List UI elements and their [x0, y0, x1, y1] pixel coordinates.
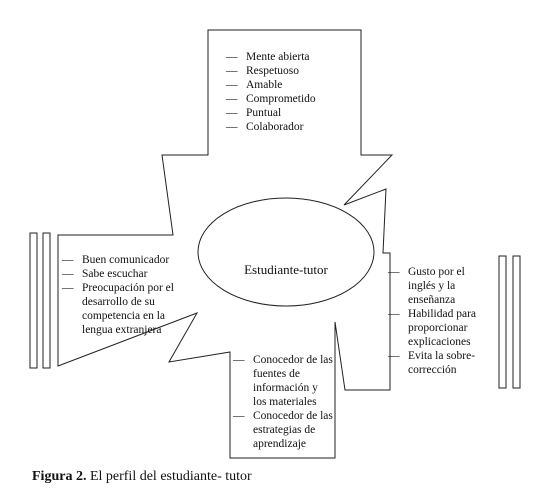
figure-caption: Figura 2. El perfil del estudiante- tuto…	[32, 469, 252, 485]
bottom-trait-item: Conocedor de las estrategias de aprendiz…	[233, 409, 333, 451]
right-traits-list: Gusto por el inglés y la enseñanzaHabili…	[388, 265, 494, 377]
top-trait-item: Comprometido	[226, 92, 356, 106]
right-bar-2	[512, 255, 521, 389]
bottom-traits-list: Conocedor de las fuentes de información …	[233, 353, 333, 451]
left-trait-item: Sabe escuchar	[62, 267, 197, 281]
left-traits-list: Buen comunicadorSabe escucharPreocupació…	[62, 253, 197, 337]
left-bar-2	[42, 232, 51, 369]
right-bar-1	[498, 255, 507, 389]
caption-label: Figura 2.	[32, 469, 87, 484]
top-trait-item: Colaborador	[226, 120, 356, 134]
top-trait-item: Puntual	[226, 106, 356, 120]
right-trait-item: Gusto por el inglés y la enseñanza	[388, 265, 494, 307]
top-traits-list: Mente abiertaRespetuosoAmableComprometid…	[226, 50, 356, 134]
left-bar-1	[29, 232, 38, 369]
top-trait-item: Amable	[226, 78, 356, 92]
top-trait-item: Mente abierta	[226, 50, 356, 64]
top-trait-item: Respetuoso	[226, 64, 356, 78]
right-trait-item: Habilidad para proporcionar explicacione…	[388, 307, 494, 349]
left-trait-item: Buen comunicador	[62, 253, 197, 267]
bottom-trait-item: Conocedor de las fuentes de información …	[233, 353, 333, 409]
center-label: Estudiante-tutor	[244, 262, 328, 277]
left-trait-item: Preocupación por el desarrollo de su com…	[62, 281, 197, 337]
caption-text: El perfil del estudiante- tutor	[89, 469, 252, 484]
diagram-outline	[57, 29, 394, 459]
center-ellipse	[197, 197, 375, 307]
right-trait-item: Evita la sobre-corrección	[388, 349, 494, 377]
